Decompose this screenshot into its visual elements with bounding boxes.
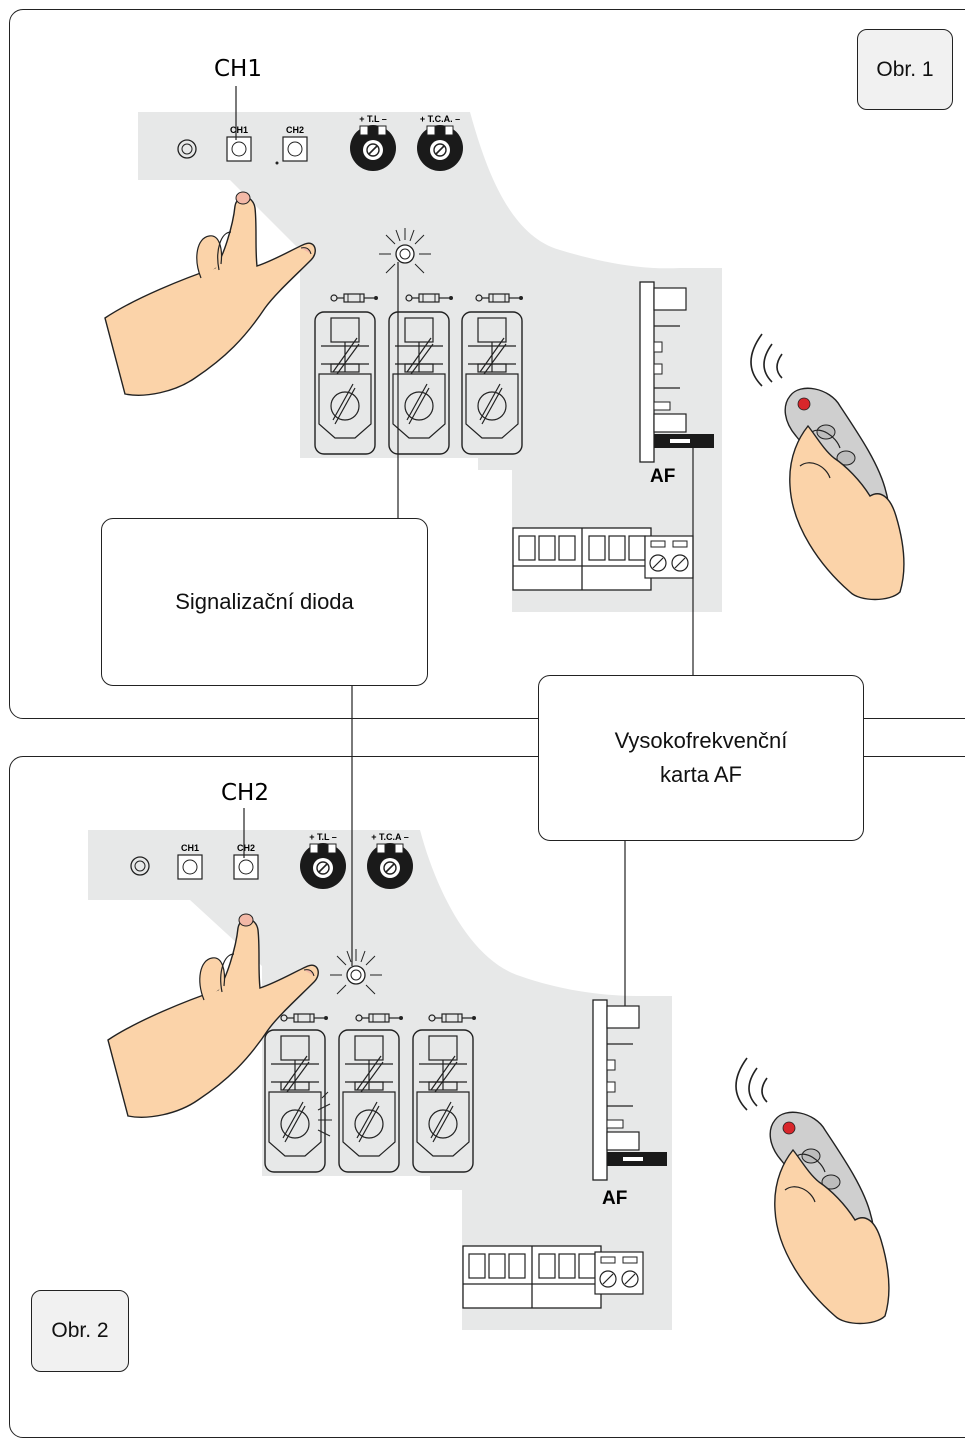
figure-1-board bbox=[138, 112, 722, 612]
board1-tl-text: + T.L – bbox=[359, 114, 387, 124]
ch1-button-label: CH1 bbox=[214, 56, 262, 82]
board2-ch2-text: CH2 bbox=[237, 843, 255, 853]
board1-ch2-text: CH2 bbox=[286, 125, 304, 135]
board2-ch1-text: CH1 bbox=[181, 843, 199, 853]
board2-tca-text: + T.C.A – bbox=[371, 832, 408, 842]
af-card-text-line2: karta AF bbox=[660, 762, 742, 787]
af-card-text-line1: Vysokofrekvenční bbox=[614, 727, 788, 753]
ch2-button-label: CH2 bbox=[221, 780, 269, 806]
remote-hand-2 bbox=[735, 1057, 890, 1325]
board1-ch1-text: CH1 bbox=[230, 125, 248, 135]
figure-1-frame bbox=[9, 9, 965, 719]
board1-tca-text: + T.C.A. – bbox=[420, 114, 460, 124]
diagram-artwork: CH1 CH2 + T.L – + T.C.A. – bbox=[88, 86, 905, 1330]
af-label-2: AF bbox=[602, 1188, 628, 1209]
af-card-callout: Vysokofrekvenční karta AF bbox=[538, 675, 864, 841]
af-label-1: AF bbox=[650, 466, 676, 487]
figure-1-tag: Obr. 1 bbox=[857, 29, 953, 110]
figure-2-board bbox=[88, 830, 672, 1330]
board2-tl-text: + T.L – bbox=[309, 832, 337, 842]
signal-diode-callout: Signalizační dioda bbox=[101, 518, 428, 686]
remote-hand-1 bbox=[750, 333, 905, 601]
signal-diode-text: Signalizační dioda bbox=[175, 588, 354, 614]
figure-2-tag: Obr. 2 bbox=[31, 1290, 129, 1372]
